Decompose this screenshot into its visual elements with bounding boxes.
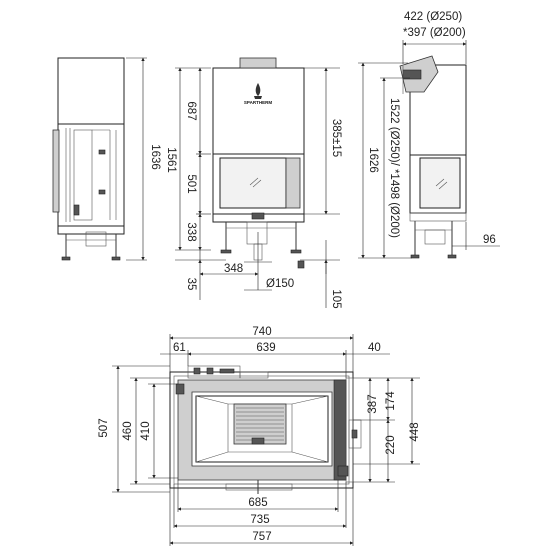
dim-front-total-height: 1561 bbox=[165, 147, 177, 173]
dim-right-flue-diameter-1: 422 (Ø250) bbox=[404, 11, 462, 23]
left-side-view: 1636 bbox=[52, 57, 161, 261]
dim-right-flue-diameter-2: *397 (Ø200) bbox=[403, 27, 466, 39]
side-front-frame bbox=[52, 129, 60, 213]
dim-right-flue-height: 1522 (Ø250)/ *1498 (Ø200) bbox=[388, 98, 400, 238]
dim-front-outlet-height: 105 bbox=[330, 289, 342, 308]
dim-front-outlet-offset: 348 bbox=[224, 263, 243, 275]
dim-plan-depth-448: 448 bbox=[409, 422, 421, 441]
dim-plan-width-735: 735 bbox=[250, 514, 269, 526]
dim-right-total-height: 1626 bbox=[367, 147, 379, 173]
dim-front-door-to-axis: 385±15 bbox=[330, 119, 342, 157]
dim-plan-total-depth: 507 bbox=[98, 418, 110, 437]
right-glass-panel bbox=[419, 157, 461, 209]
dim-plan-depth-387: 387 bbox=[367, 394, 379, 413]
dim-plan-right-offset: 40 bbox=[368, 342, 381, 354]
dim-plan-width-757: 757 bbox=[252, 531, 271, 543]
plan-side-glass bbox=[333, 379, 347, 481]
dim-plan-depth-460: 460 bbox=[122, 421, 134, 440]
front-glass-panel bbox=[219, 157, 287, 209]
brand-text: SPARTHERM bbox=[244, 100, 272, 105]
dim-front-foot: 35 bbox=[185, 278, 197, 291]
dim-plan-left-offset: 61 bbox=[173, 342, 186, 354]
dim-plan-depth-220: 220 bbox=[385, 435, 397, 454]
plan-control-knob-2 bbox=[206, 367, 214, 375]
dim-front-door: 501 bbox=[185, 174, 197, 193]
plan-grate bbox=[233, 403, 287, 445]
front-flue-collar bbox=[239, 57, 277, 69]
plan-control-knob-1 bbox=[193, 367, 201, 375]
side-upper-housing bbox=[57, 57, 125, 125]
dim-plan-total-width: 740 bbox=[252, 326, 271, 338]
front-view: SPARTHERM 1561 687 501 338 bbox=[165, 57, 342, 309]
front-side-glass bbox=[285, 157, 301, 209]
dim-front-base: 338 bbox=[185, 222, 197, 241]
front-upper-housing bbox=[212, 67, 305, 155]
brand-logo: SPARTHERM bbox=[244, 83, 272, 105]
plan-view: 740 639 61 40 507 460 410 387 174 220 44… bbox=[98, 326, 421, 546]
dim-front-outlet-diameter: Ø150 bbox=[266, 278, 294, 290]
dim-plan-width-685: 685 bbox=[248, 497, 267, 509]
dim-plan-depth-410: 410 bbox=[140, 421, 152, 440]
dim-plan-inner-width: 639 bbox=[256, 342, 275, 354]
dim-right-depth: 96 bbox=[483, 234, 496, 246]
right-side-view: 1626 1522 (Ø250)/ *1498 (Ø200) 422 (Ø250… bbox=[358, 11, 500, 259]
dim-plan-depth-174: 174 bbox=[385, 391, 397, 411]
dim-left-total-height: 1636 bbox=[149, 144, 161, 170]
dim-front-upper: 687 bbox=[185, 101, 197, 120]
side-firebox bbox=[57, 123, 125, 227]
